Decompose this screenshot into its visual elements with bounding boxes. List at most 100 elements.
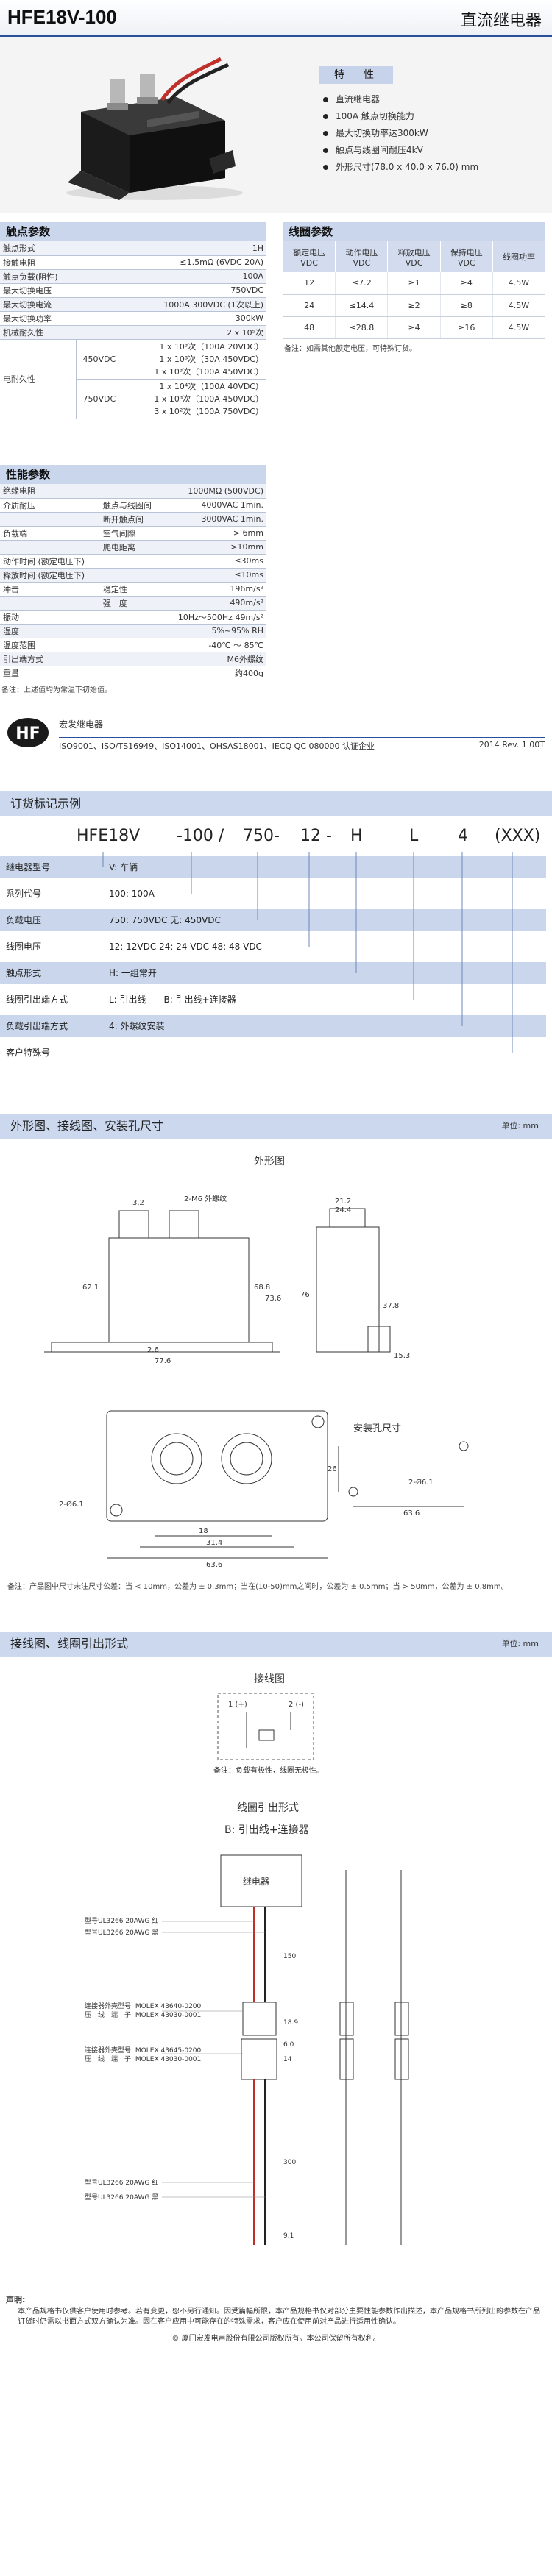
dim-label: 37.8 [383, 1302, 399, 1310]
wire-label: 压 线 端 子: MOLEX 43030-0001 [85, 2054, 201, 2063]
mount-label: 安装孔尺寸 [353, 1423, 401, 1434]
row-value: ≤1.5mΩ (6VDC 20A) [76, 255, 266, 270]
dim-label: 2-Ø6.1 [408, 1478, 434, 1487]
dim-label: 63.6 [206, 1561, 222, 1569]
cell: 4.5W [492, 294, 545, 317]
model-title: HFE18V-100 [7, 6, 117, 28]
row-value: M6外螺纹 [162, 652, 266, 666]
life-line: 1 x 10³次（100A 450VDC） [154, 366, 263, 377]
row-sublabel [99, 652, 163, 666]
wiring-note: 备注：负载有极性，线圈无极性。 [213, 1765, 324, 1775]
cell: ≤14.4 [335, 294, 388, 317]
row-label: 重量 [0, 666, 100, 680]
row-key: 系列代号 [6, 888, 42, 899]
row-key: 客户特殊号 [6, 1047, 51, 1058]
row-label: 机械耐久性 [0, 325, 77, 340]
pin-label: 1 (+) [228, 1701, 247, 1709]
wire-label: 型号UL3266 20AWG 黑 [85, 2193, 158, 2202]
product-type: 直流继电器 [460, 12, 542, 30]
life-line: 1 x 10⁴次（100A 40VDC） [159, 381, 263, 391]
row-value: 100: 100A [109, 888, 155, 899]
row-label: 最大切换功率 [0, 311, 77, 326]
row-value: 10Hz～500Hz 49m/s² [162, 610, 266, 625]
table-row: 爬电距离>10mm [0, 540, 266, 555]
code-part: (XXX) [495, 826, 541, 845]
wiring-section: 接线图、线圈引出形式单位: mm 接线图 1 (+) 2 (-) 备注：负载有极… [0, 1631, 552, 2289]
wiring-label: 接线图 [254, 1673, 285, 1685]
electrical-life-label: 电耐久性 [0, 339, 77, 419]
dim-label: 77.6 [155, 1357, 171, 1365]
row-label: 触点负载(阻性) [0, 269, 77, 284]
row-label: 释放时间 (额定电压下) [0, 568, 100, 583]
electrical-life-values: 1 x 10⁴次（100A 40VDC） 1 x 10³次（100A 450VD… [121, 379, 266, 419]
row-value: V: 车辆 [109, 861, 138, 872]
cell: 12 [282, 272, 336, 295]
cell: ≥4 [387, 316, 441, 339]
row-key: 线圈引出端方式 [6, 994, 68, 1005]
row-value: 4000VAC 1min. [162, 498, 266, 513]
svg-text:HF: HF [15, 725, 40, 743]
row-value: 3000VAC 1min. [162, 512, 266, 527]
row-value: > 6mm [162, 526, 266, 541]
dim-label: 2.6 [147, 1346, 159, 1354]
cell: ≥4 [439, 272, 493, 295]
row-value: 2 x 10⁵次 [76, 325, 266, 340]
row-value: 490m/s² [162, 596, 266, 611]
pin-label: 2 (-) [289, 1701, 304, 1709]
row-sublabel: 断开触点间 [99, 512, 163, 527]
row-sublabel: 爬电距离 [99, 540, 163, 555]
row-value: H: 一组常开 [109, 967, 157, 978]
row-sublabel [99, 484, 163, 499]
hongfa-logo: HF [7, 717, 49, 747]
dim-label: 24.4 [335, 1206, 351, 1214]
code-part: HFE18V [77, 826, 141, 845]
row-label: 动作时间 (额定电压下) [0, 554, 100, 569]
copyright: © 厦门宏发电声股份有限公司版权所有。本公司保留所有权利。 [171, 2334, 381, 2343]
certification-bar: HF 宏发继电器 ISO9001、ISO/TS16949、ISO14001、OH… [0, 711, 552, 755]
features-title: 特 性 [319, 66, 393, 84]
ordering-row: 触点形式 H: 一组常开 [0, 961, 546, 984]
row-sublabel [99, 666, 163, 680]
coil-note: 备注：如需其他额定电压，可特殊订货。 [284, 344, 417, 353]
unit-label: 单位: mm [501, 1638, 539, 1648]
table-row: 负载端空气间隙> 6mm [0, 526, 266, 541]
footer: 声明: 本产品规格书仅供客户使用时参考。若有变更，恕不另行通知。因受篇幅所限，本… [0, 2289, 552, 2343]
row-key: 负载引出端方式 [6, 1020, 68, 1031]
dim-label: 2-Ø6.1 [59, 1500, 84, 1509]
dim-label: 73.6 [265, 1295, 281, 1303]
row-label: 介质耐压 [0, 498, 100, 513]
table-row: 接触电阻≤1.5mΩ (6VDC 20A) [0, 255, 266, 270]
dim-label: 150 [283, 1953, 296, 1960]
body-label: 继电器 [243, 1876, 269, 1887]
table-row: 动作时间 (额定电压下)≤30ms [0, 554, 266, 569]
table-row: 750VDC 1 x 10⁴次（100A 40VDC） 1 x 10³次（100… [0, 379, 266, 419]
row-value: -40℃ ～ 85℃ [162, 638, 266, 652]
cell: ≥16 [439, 316, 493, 339]
table-header-row: 额定电压 VDC 动作电压 VDC 释放电压 VDC 保持电压 VDC 线圈功率 [282, 241, 545, 272]
row-value: 4: 外螺纹安装 [109, 1020, 165, 1031]
contact-params-title: 触点参数 [0, 222, 266, 241]
wire-label: 型号UL3266 20AWG 红 [85, 1916, 158, 1925]
ordering-connectors [102, 851, 513, 1053]
row-sublabel [99, 610, 163, 625]
cert-standards: ISO9001、ISO/TS16949、ISO14001、OHSAS18001、… [59, 741, 375, 751]
wire-label: 型号UL3266 20AWG 黑 [85, 1929, 158, 1937]
dim-label: 2-M6 外螺纹 [184, 1194, 227, 1203]
feature-item: 触点与线圈间耐压4kV [319, 142, 540, 159]
row-label: 负载端 [0, 526, 100, 541]
outline-note: 备注：产品图中尺寸未注尺寸公差：当 < 10mm，公差为 ± 0.3mm；当在(… [7, 1582, 509, 1591]
row-key: 触点形式 [6, 967, 42, 978]
